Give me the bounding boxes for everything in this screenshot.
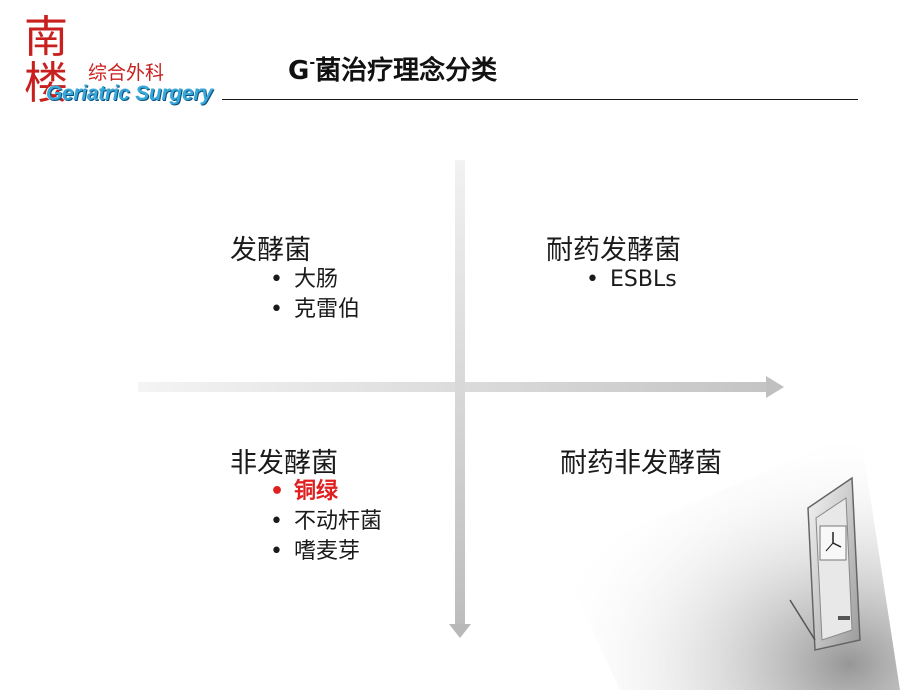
quadrant-title-bottom-left: 非发酵菌: [230, 448, 338, 479]
header-divider: [222, 99, 858, 100]
quadrant-title-top-left: 发酵菌: [230, 235, 311, 266]
logo-char-nan: 南: [24, 12, 68, 63]
list-item-highlighted: •铜绿: [270, 479, 339, 504]
list-item: •ESBLs: [586, 267, 677, 292]
wall-clock-picture-frame: [560, 430, 900, 690]
logo-english-name: Geriatric Surgery: [46, 82, 213, 105]
quadrant-list-top-left: •大肠 •克雷伯: [270, 265, 360, 325]
vertical-axis: [449, 160, 471, 638]
quadrant-list-top-right: •ESBLs: [586, 265, 677, 295]
list-item: •嗜麦芽: [270, 539, 361, 564]
list-item: •克雷伯: [270, 297, 361, 322]
quadrant-title-top-right: 耐药发酵菌: [546, 235, 681, 266]
list-item: •大肠: [270, 267, 339, 292]
logo-char-lou: 楼: [24, 58, 68, 109]
logo-department: 综合外科: [88, 62, 165, 84]
quadrant-title-bottom-right: 耐药非发酵菌: [560, 448, 722, 479]
slide-title: G-菌治疗理念分类: [288, 55, 498, 86]
quadrant-list-bottom-left: •铜绿 •不动杆菌 •嗜麦芽: [270, 477, 382, 567]
list-item: •不动杆菌: [270, 509, 383, 534]
horizontal-axis: [138, 376, 784, 398]
